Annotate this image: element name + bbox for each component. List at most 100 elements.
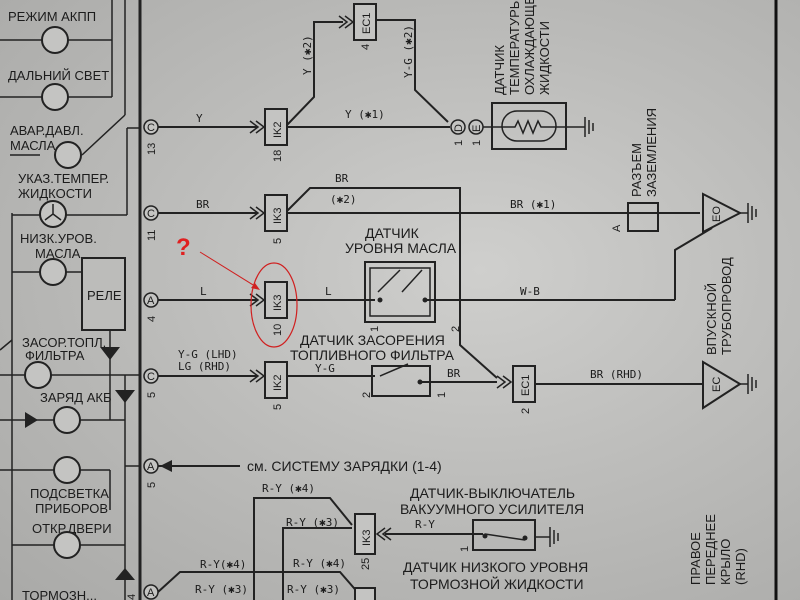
ground-point-ec bbox=[702, 360, 742, 410]
pin-letter: E bbox=[471, 125, 483, 132]
pin-number: 1 bbox=[459, 546, 471, 552]
circuit-coolant-temp: Y IK2 18 Y (✱1) Y (✱2) EC1 4 Y-G (✱2) D … bbox=[158, 0, 594, 162]
wire-label: BR bbox=[447, 367, 461, 380]
junction-ec1 bbox=[353, 3, 377, 41]
connector-pin: 5 bbox=[146, 482, 158, 488]
wire-label: Y (✱2) bbox=[301, 35, 314, 75]
lamp-label: ОТКР.ДВЕРИ bbox=[32, 521, 112, 536]
component-label: ДАТЧИК НИЗКОГО УРОВНЯ bbox=[403, 559, 588, 575]
component-label: ВПУСКНОЙ bbox=[704, 283, 719, 355]
junction-name: IK3 bbox=[272, 207, 284, 224]
question-annotation: ? bbox=[176, 234, 298, 348]
connector-pin: 4 bbox=[126, 594, 138, 600]
junction-pin: 4 bbox=[360, 44, 372, 50]
lamp-label: МАСЛА bbox=[35, 246, 81, 261]
charging-system-link[interactable]: см. СИСТЕМУ ЗАРЯДКИ (1-4) bbox=[247, 458, 442, 474]
lamp-label: ЗАСОР.ТОПЛ. bbox=[22, 335, 106, 350]
charging-system-reference: см. СИСТЕМУ ЗАРЯДКИ (1-4) bbox=[158, 458, 442, 474]
lamp-label: УКАЗ.ТЕМПЕР. bbox=[18, 171, 109, 186]
pin-number: 1 bbox=[436, 392, 448, 398]
component-label: ДАТЧИК bbox=[365, 225, 420, 241]
bulb-icon bbox=[53, 406, 81, 434]
vacuum-switch-box bbox=[472, 519, 536, 551]
circuit-oil-level: L IK3 10 L ДАТЧИК УРОВНЯ МАСЛА 1 2 W-B bbox=[158, 225, 675, 336]
component-label: ОХЛАЖДАЮЩЕЙ bbox=[522, 0, 537, 95]
lamp-label: МАСЛА bbox=[10, 138, 56, 153]
wire-label: R-Y (✱3) bbox=[195, 583, 248, 596]
connector-letter: A bbox=[147, 587, 155, 599]
bulb-icon bbox=[53, 531, 81, 559]
ground-point-eo bbox=[702, 192, 743, 234]
wire-label: Y-G bbox=[315, 362, 335, 375]
lamp-low-oil: НИЗК.УРОВ. МАСЛА bbox=[20, 231, 97, 286]
lamp-high-beam: ДАЛЬНИЙ СВЕТ bbox=[8, 68, 109, 111]
bus-connector-4a: A 4 bbox=[143, 292, 159, 322]
connector-pin: A bbox=[611, 224, 623, 232]
wire-label: R-Y bbox=[415, 518, 435, 531]
annotation-circle bbox=[250, 262, 298, 348]
junction-pin: 5 bbox=[272, 238, 284, 244]
pin-number: 1 bbox=[369, 326, 381, 332]
component-label: ДАТЧИК bbox=[492, 45, 507, 95]
component-label: ПЕРЕДНЕЕ bbox=[703, 514, 718, 585]
lamp-label: ЗАРЯД АКБ bbox=[40, 390, 112, 405]
junction-name: EC1 bbox=[520, 375, 532, 396]
component-label: ТОПЛИВНОГО ФИЛЬТРА bbox=[290, 347, 455, 363]
component-label: КРЫЛО bbox=[718, 539, 733, 585]
lamp-label: ДАЛЬНИЙ СВЕТ bbox=[8, 68, 109, 83]
bulb-icon bbox=[53, 456, 81, 484]
switch-icon bbox=[377, 269, 423, 293]
bus-connector-4a-bottom: A 4 bbox=[126, 584, 159, 600]
wire-label: LG (RHD) bbox=[178, 360, 231, 373]
arrow-left-icon bbox=[160, 460, 172, 472]
wire-label: BR bbox=[196, 198, 210, 211]
junction-name: IK3 bbox=[361, 529, 373, 546]
lamp-label: ПРИБОРОВ bbox=[35, 501, 108, 516]
wire-label: BR (✱1) bbox=[510, 198, 556, 211]
circuit-br-ground: BR IK3 5 BR (✱2) BR (✱1) A РАЗЪЕМ ЗАЗЕМЛ… bbox=[158, 108, 757, 379]
wire-label: R-Y(✱4) bbox=[200, 558, 246, 571]
ground-connector bbox=[627, 202, 659, 232]
component-label: РАЗЪЕМ bbox=[629, 143, 644, 197]
bus-connector-11c: C 11 bbox=[143, 205, 159, 241]
connector-pin: 4 bbox=[146, 316, 158, 322]
circuit-vacuum-brake: R-Y (✱4) R-Y (✱3) IK3 25 R-Y ДАТЧИК-ВЫКЛ… bbox=[157, 482, 748, 600]
component-label: ДАТЧИК-ВЫКЛЮЧАТЕЛЬ bbox=[410, 485, 575, 501]
lamp-label: ПОДСВЕТКА bbox=[30, 486, 109, 501]
pin-letter: D bbox=[453, 124, 465, 132]
ground-point-label: EO bbox=[711, 206, 723, 222]
ground-icon bbox=[740, 203, 757, 223]
lamp-label: ФИЛЬТРА bbox=[25, 348, 85, 363]
connector-pin: 11 bbox=[146, 230, 158, 241]
question-mark: ? bbox=[176, 234, 191, 261]
ground-icon bbox=[535, 527, 559, 547]
lamp-label: АВАР.ДАВЛ. bbox=[10, 123, 84, 138]
ground-icon bbox=[584, 117, 594, 137]
relay: РЕЛЕ bbox=[81, 257, 126, 331]
wire-label: BR bbox=[335, 172, 349, 185]
pin-number: 1 bbox=[453, 140, 465, 146]
bulb-icon bbox=[41, 26, 69, 54]
component-label: (RHD) bbox=[733, 548, 748, 585]
diode-icon bbox=[25, 412, 38, 428]
wire-label: Y-G (✱2) bbox=[402, 25, 415, 78]
wire-label: R-Y (✱3) bbox=[286, 516, 339, 529]
switch-icon bbox=[484, 533, 526, 541]
pin-number: 2 bbox=[361, 392, 373, 398]
lamp-fuel-filter: ЗАСОР.ТОПЛ. ФИЛЬТРА bbox=[22, 335, 135, 403]
junction-name: IK2 bbox=[272, 121, 284, 138]
junction-ik2 bbox=[264, 361, 288, 399]
junction-pin: 5 bbox=[272, 404, 284, 410]
component-label: ЖИДКОСТИ bbox=[537, 21, 552, 95]
component-label: ТОРМОЗНОЙ ЖИДКОСТИ bbox=[410, 575, 584, 592]
bus-connector-5c: C 5 bbox=[143, 368, 159, 398]
wire-label: R-Y (✱3) bbox=[287, 583, 340, 596]
lamp-label: ЖИДКОСТИ bbox=[18, 186, 92, 201]
component-label: ЗАЗЕМЛЕНИЯ bbox=[644, 108, 659, 197]
ground-point-label: EC bbox=[711, 377, 723, 392]
diode-icon bbox=[100, 347, 120, 360]
junction-ik3 bbox=[354, 513, 376, 555]
circuit-fuel-filter: Y-G (LHD) LG (RHD) IK2 5 Y-G ДАТЧИК ЗАСО… bbox=[158, 332, 757, 414]
connector-letter: A bbox=[147, 295, 155, 307]
